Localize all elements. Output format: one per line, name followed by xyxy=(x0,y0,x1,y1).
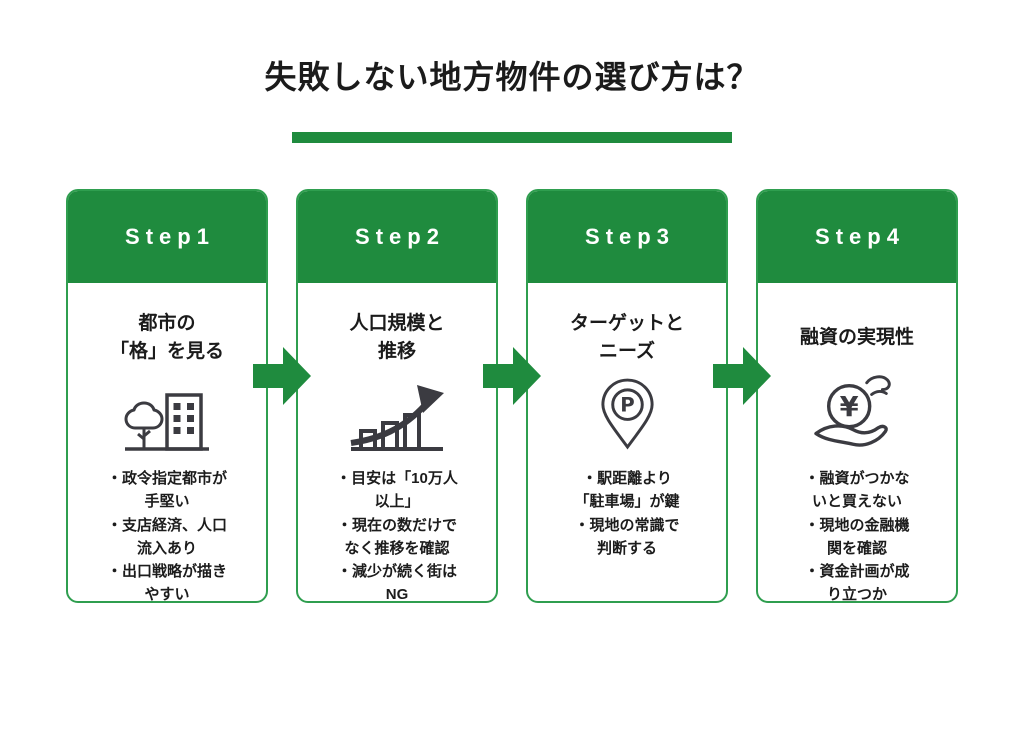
bullet-item: ・資金計画が成 り立つか xyxy=(804,563,910,603)
step-4-heading-text: 融資の実現性 xyxy=(799,326,914,348)
page-title: 失敗しない地方物件の選び方は？ xyxy=(264,59,760,95)
growth-chart-icon xyxy=(308,373,486,455)
bullet-item: ・融資がつかな いと買えない xyxy=(804,470,910,511)
step-2-heading: 人口規模と 推移 xyxy=(308,309,486,367)
bullet-item: ・出口戦略が描き やすい xyxy=(106,563,227,603)
step-1-body: 都市の 「格」を見る ・政令 xyxy=(68,283,266,603)
step-3-header: Step3 xyxy=(528,191,726,283)
steps-flow: Step1 都市の 「格」を見る xyxy=(66,189,958,603)
step-4-label: Step4 xyxy=(815,224,905,249)
step-1-heading: 都市の 「格」を見る xyxy=(78,309,256,367)
bullet-item: ・減少が続く街は NG xyxy=(336,563,457,603)
right-arrow-icon xyxy=(713,347,771,405)
tree-building-icon xyxy=(78,373,256,455)
step-2-bullets: ・目安は「10万人 以上」 ・現在の数だけで なく推移を確認 ・減少が続く街は … xyxy=(308,467,486,603)
step-2-heading-text: 人口規模と 推移 xyxy=(349,312,445,363)
title-underline xyxy=(292,132,732,143)
bullet-item: ・現在の数だけで なく推移を確認 xyxy=(336,516,457,557)
step-1-bullets: ・政令指定都市が 手堅い ・支店経済、人口 流入あり ・出口戦略が描き やすい xyxy=(78,467,256,603)
parking-pin-icon: P xyxy=(538,373,716,455)
bullet-item: ・目安は「10万人 以上」 xyxy=(336,470,458,511)
bullet-item: ・支店経済、人口 流入あり xyxy=(106,516,227,557)
step-4-bullets: ・融資がつかな いと買えない ・現地の金融機 関を確認 ・資金計画が成 り立つか xyxy=(768,467,946,603)
step-3-heading: ターゲットと ニーズ xyxy=(538,309,716,367)
step-1-heading-text: 都市の 「格」を見る xyxy=(109,312,224,363)
step-1-label: Step1 xyxy=(125,224,215,249)
step-card-2: Step2 人口規模と 推移 ・目安は「10万人 以上」 ・現在の数だけで なく… xyxy=(296,189,498,603)
bullet-item: ・現地の金融機 関を確認 xyxy=(804,516,910,557)
step-4-header: Step4 xyxy=(758,191,956,283)
step-card-1: Step1 都市の 「格」を見る xyxy=(66,189,268,603)
step-card-3: Step3 ターゲットと ニーズ P ・駅距離より 「駐車場」が鍵 ・現地の常識… xyxy=(526,189,728,603)
right-arrow-icon xyxy=(483,347,541,405)
step-2-header: Step2 xyxy=(298,191,496,283)
bullet-item: ・駅距離より 「駐車場」が鍵 xyxy=(574,470,680,511)
step-2-label: Step2 xyxy=(355,224,445,249)
hand-coin-icon: ¥ xyxy=(768,373,946,455)
right-arrow-icon xyxy=(253,347,311,405)
step-3-label: Step3 xyxy=(585,224,675,249)
parking-letter: P xyxy=(620,394,634,417)
step-1-header: Step1 xyxy=(68,191,266,283)
bullet-item: ・現地の常識で 判断する xyxy=(574,516,680,557)
step-3-body: ターゲットと ニーズ P ・駅距離より 「駐車場」が鍵 ・現地の常識で 判断する xyxy=(528,283,726,560)
step-4-body: 融資の実現性 ¥ ・融資がつかな いと買えない ・現地の金融機 関を確認 ・資金… xyxy=(758,283,956,603)
step-3-bullets: ・駅距離より 「駐車場」が鍵 ・現地の常識で 判断する xyxy=(538,467,716,560)
step-3-heading-text: ターゲットと ニーズ xyxy=(569,312,684,363)
bullet-item: ・政令指定都市が 手堅い xyxy=(106,470,227,511)
step-2-body: 人口規模と 推移 ・目安は「10万人 以上」 ・現在の数だけで なく推移を確認 … xyxy=(298,283,496,603)
step-card-4: Step4 融資の実現性 ¥ ・融資がつかな いと買えない ・現地の金融機 関を… xyxy=(756,189,958,603)
yen-symbol: ¥ xyxy=(840,392,859,423)
step-4-heading: 融資の実現性 xyxy=(768,309,946,367)
